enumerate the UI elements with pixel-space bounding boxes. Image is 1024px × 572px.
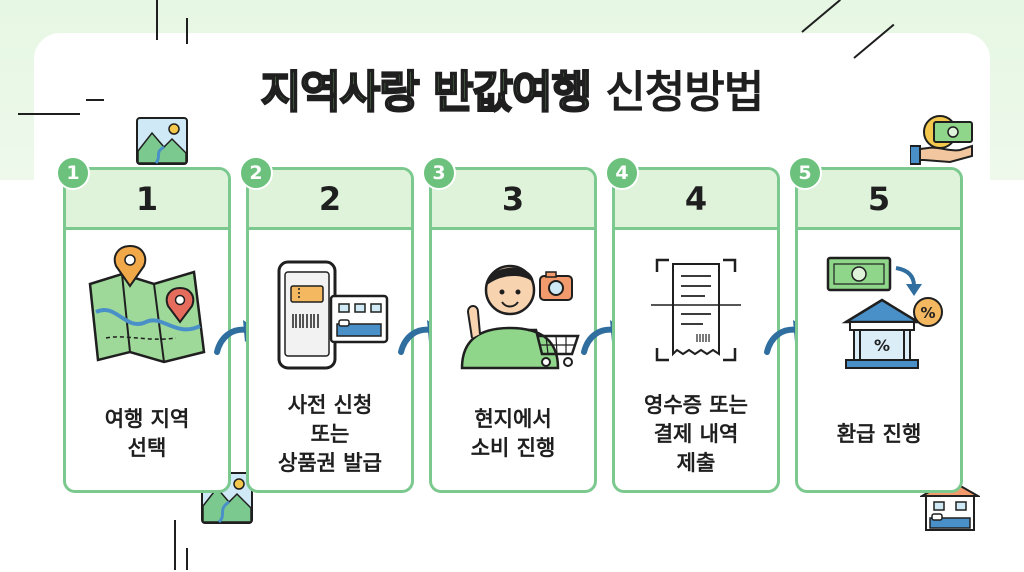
step-header: 5 — [798, 170, 960, 230]
step-number: 4 — [684, 179, 708, 218]
step-label: 사전 신청 또는 상품권 발급 — [278, 392, 382, 475]
cash-in-hand-icon — [909, 112, 976, 166]
step-number: 1 — [135, 179, 159, 218]
step-number: 5 — [867, 179, 891, 218]
map-pin-icon — [66, 242, 228, 372]
decor-line — [174, 520, 176, 570]
decor-line — [186, 18, 188, 44]
decor-line — [18, 113, 80, 115]
receipt-scan-icon — [615, 242, 777, 372]
landscape-icon — [136, 117, 188, 165]
step-label: 환급 진행 — [836, 421, 922, 446]
refund-bank-icon: % % — [798, 242, 960, 372]
decor-line — [86, 99, 104, 101]
step-badge: 3 — [422, 156, 456, 190]
title-rest: 신청방법 — [605, 67, 764, 118]
step-badge: 5 — [788, 156, 822, 190]
step-badge: 1 — [56, 156, 90, 190]
shopper-with-cart-icon — [432, 242, 594, 372]
step-label: 영수증 또는 결제 내역 제출 — [644, 392, 748, 475]
step-header: 4 — [615, 170, 777, 230]
hotel-bed-icon — [918, 476, 982, 532]
decor-line — [186, 548, 188, 570]
step-badge: 2 — [239, 156, 273, 190]
step-label: 여행 지역 선택 — [104, 407, 190, 460]
step-number: 3 — [501, 179, 525, 218]
step-card-3: 3 3 현지에서 소비 진행 — [422, 156, 597, 493]
step-number: 2 — [318, 179, 342, 218]
step-badge: 4 — [605, 156, 639, 190]
title-highlight: 지역사랑 반값여행 — [260, 66, 593, 119]
step-card-4: 4 4 영수증 또는 결제 내역 제출 — [605, 156, 780, 493]
step-card-2: 2 2 사전 신청 또는 상품권 발급 — [239, 156, 414, 493]
step-card-1: 1 1 여행 지역 선택 — [56, 156, 231, 493]
svg-text:%: % — [920, 304, 935, 322]
step-header: 2 — [249, 170, 411, 230]
step-header: 1 — [66, 170, 228, 230]
decor-line — [156, 0, 158, 40]
page-title: 지역사랑 반값여행 신청방법 — [0, 56, 1024, 120]
step-card-5: 5 5 % % 환급 진행 — [788, 156, 963, 493]
step-header: 3 — [432, 170, 594, 230]
step-label: 현지에서 소비 진행 — [470, 407, 556, 460]
smartphone-ticket-icon — [249, 242, 411, 372]
svg-text:%: % — [874, 336, 890, 355]
